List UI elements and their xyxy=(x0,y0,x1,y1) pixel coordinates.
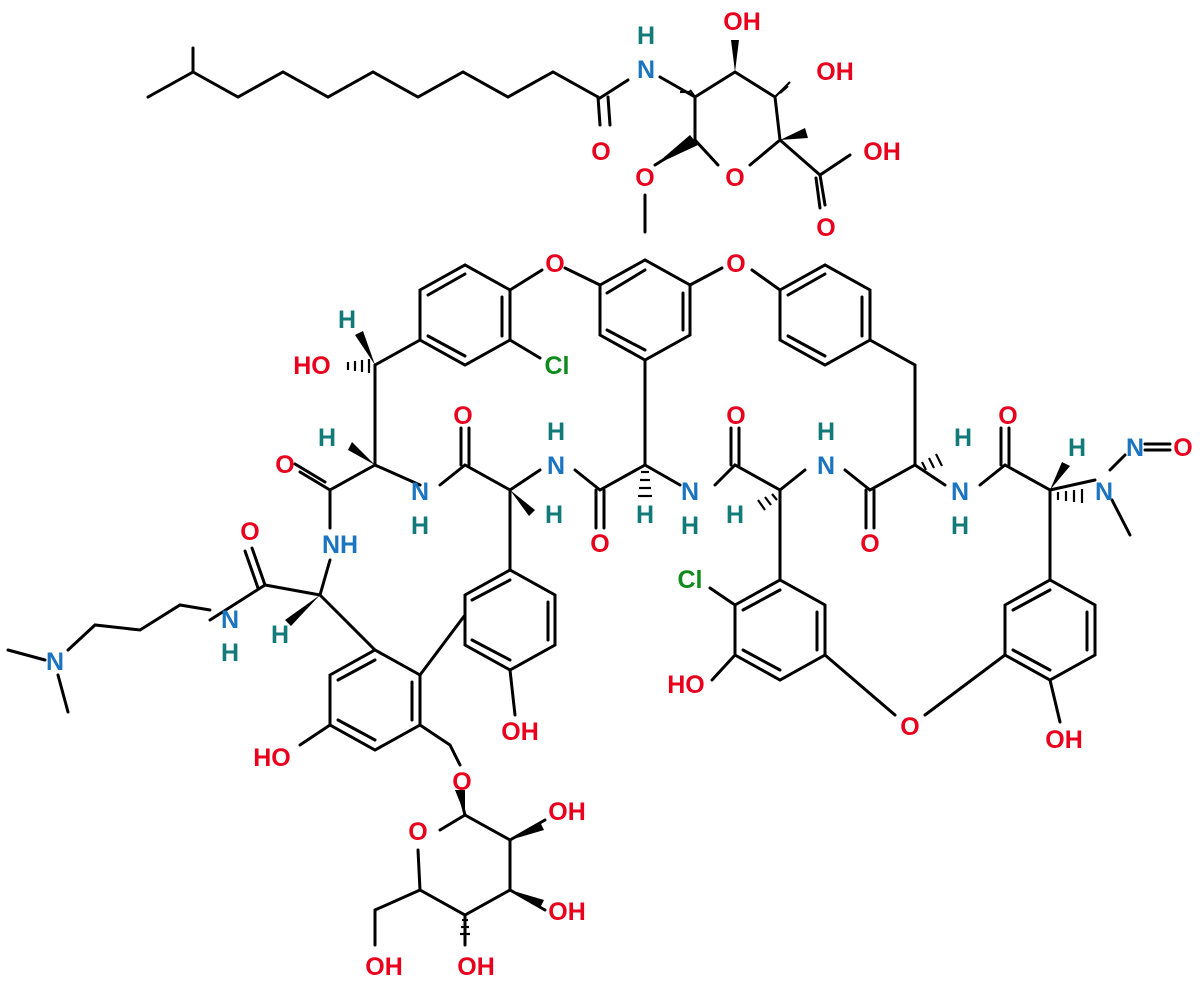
label-h-amide-left: H xyxy=(221,639,239,667)
label-n-aa5-h: H xyxy=(817,418,835,446)
label-o-ether-left: O xyxy=(545,250,564,278)
label-n-aa4: N xyxy=(681,478,699,506)
label-oh-sugar-1: OH xyxy=(548,798,586,826)
atom-labels: H N OH OH O OH O O O O O H HO Cl O H O N… xyxy=(46,8,1193,981)
label-ho-benzylic: HO xyxy=(293,352,331,380)
label-ho-bottom-right: HO xyxy=(667,671,705,699)
label-cl-top: Cl xyxy=(545,352,570,380)
label-oh-sugar-2: OH xyxy=(548,898,586,926)
stereo-hashes xyxy=(346,81,1084,936)
label-n-aa3-h: H xyxy=(547,418,565,446)
label-h-aa2n: H xyxy=(411,512,429,540)
label-n-nitroso-2: N xyxy=(1095,478,1113,506)
label-o-c4: O xyxy=(726,402,745,430)
label-o-cooh: O xyxy=(816,214,835,242)
label-o-ring-bottom: O xyxy=(408,818,427,846)
label-o-ring-top: O xyxy=(725,164,744,192)
label-o-ether-right: O xyxy=(726,250,745,278)
label-h-benzylic: H xyxy=(338,306,356,334)
label-o-glycosidic: O xyxy=(635,164,654,192)
label-h-aa4n: H xyxy=(681,512,699,540)
stereo-wedges xyxy=(285,40,1070,908)
label-oh-phenol-right: OH xyxy=(1045,726,1083,754)
label-h-aa1: H xyxy=(318,424,336,452)
label-oh-top-1: OH xyxy=(723,8,761,36)
label-o-diaryl: O xyxy=(900,713,919,741)
label-o-nitroso: O xyxy=(1173,434,1192,462)
label-nh-top-h: H xyxy=(637,22,655,50)
label-n-aa3: N xyxy=(547,452,565,480)
label-o-c6: O xyxy=(998,402,1017,430)
label-oh-top-2: OH xyxy=(816,58,854,86)
label-o-c3: O xyxy=(590,530,609,558)
label-n-aa2: N xyxy=(411,478,429,506)
label-nh-top-n: N xyxy=(637,56,655,84)
label-o-c2: O xyxy=(275,451,294,479)
label-h-aa4: H xyxy=(636,501,654,529)
label-h-aa5: H xyxy=(726,501,744,529)
label-h-aa7: H xyxy=(1068,434,1086,462)
label-h-aa7b: H xyxy=(271,621,289,649)
label-ho-phenol-left: HO xyxy=(253,744,291,772)
label-o-glycosidic-bottom: O xyxy=(452,768,471,796)
label-oh-sugar-3: OH xyxy=(365,953,403,981)
label-n-amide-left: N xyxy=(221,606,239,634)
label-n-nitroso-1: N xyxy=(1126,434,1144,462)
label-n-dimethyl: N xyxy=(46,648,64,676)
label-cl-bottom: Cl xyxy=(678,566,703,594)
label-o-c1: O xyxy=(453,402,472,430)
label-h-aa3: H xyxy=(545,501,563,529)
label-oh-cooh: OH xyxy=(863,138,901,166)
label-o-c5: O xyxy=(860,530,879,558)
label-n-aa5: N xyxy=(817,452,835,480)
label-o-amide-left: O xyxy=(240,518,259,546)
label-o-amide-top: O xyxy=(591,138,610,166)
label-h-aa6n: H xyxy=(951,512,969,540)
label-nh-left: NH xyxy=(322,531,358,559)
label-oh-sugar-4: OH xyxy=(457,953,495,981)
label-oh-phenol-mid: OH xyxy=(501,718,539,746)
label-n-aa6: N xyxy=(951,478,969,506)
bond-lines xyxy=(6,46,1172,947)
label-h-aa6: H xyxy=(954,424,972,452)
